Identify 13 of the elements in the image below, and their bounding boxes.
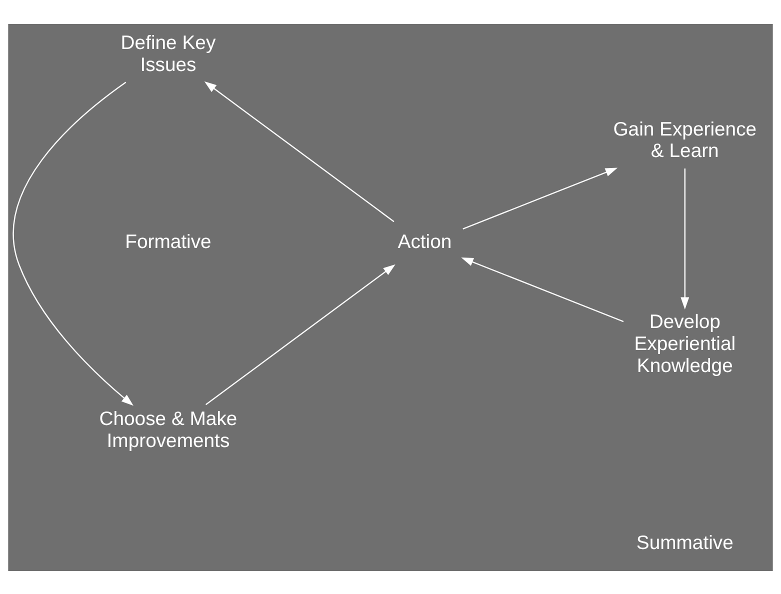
label: Formative [125,230,212,253]
node-text: Action [398,230,452,253]
arrow [204,80,394,222]
arrow [205,264,396,405]
arrow [461,256,624,322]
label: Summative [636,531,734,554]
arrow [13,81,134,406]
node-text: Define Key Issues [120,32,216,76]
arrow [680,168,690,309]
node-text: Choose & Make Improvements [99,408,238,452]
arrow [462,167,618,229]
node-text: Gain Experience & Learn [613,118,757,162]
node-text: Develop Experiential Knowledge [634,310,736,376]
